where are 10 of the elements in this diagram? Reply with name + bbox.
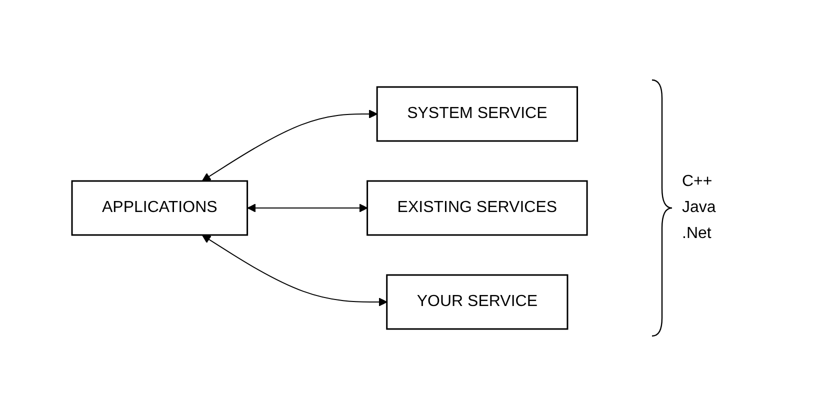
language-label: C++ (682, 173, 714, 191)
node-box: EXISTING SERVICES (367, 180, 588, 236)
node-box: APPLICATIONS (72, 180, 249, 236)
node-box: YOUR SERVICE (386, 274, 569, 330)
language-label: Java (682, 199, 716, 217)
arrow (202, 110, 378, 182)
language-label: .Net (682, 225, 712, 243)
arrow (202, 234, 388, 306)
node-box: SYSTEM SERVICE (376, 86, 578, 142)
arrow (248, 204, 368, 212)
